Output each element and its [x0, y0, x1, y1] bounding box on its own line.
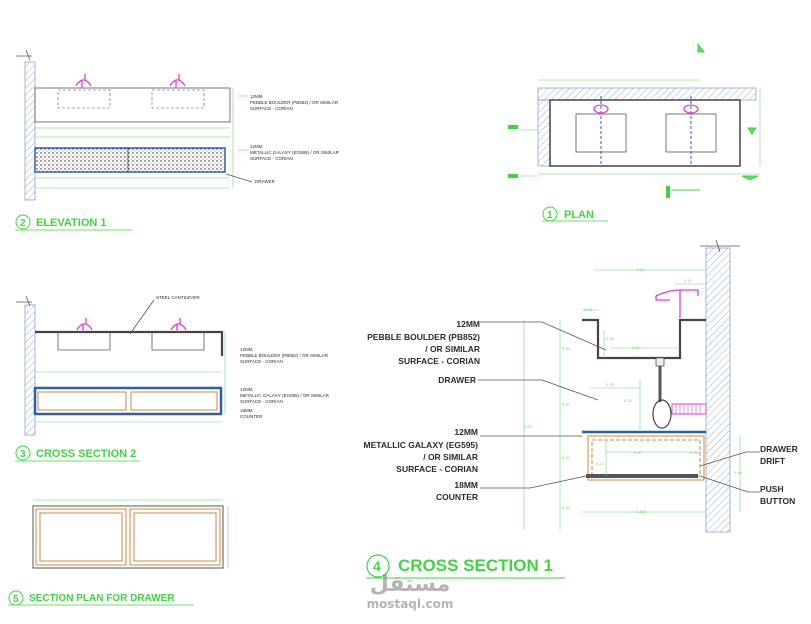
dim-015: 0.15: [606, 336, 615, 341]
cross2-note-mid-a: 12MM: [240, 387, 253, 392]
dim-025-c: 0.25: [624, 398, 633, 403]
elevation-basin-left: [57, 89, 111, 109]
plan-view: 1 PLAN: [508, 42, 761, 222]
svg-text:12MM: 12MM: [456, 319, 480, 329]
drawer-plan-number: 5: [13, 594, 19, 605]
watermark-arabic: مستقل: [370, 572, 450, 597]
elevation-note-top-b: PEBBLE BOULDER (PB852) / OR SIMILAR: [250, 100, 339, 105]
svg-text:COUNTER: COUNTER: [436, 492, 478, 502]
plan-number: 1: [547, 210, 553, 221]
cross2-note-counter-b: COUNTER: [240, 414, 263, 419]
cross1-number: 4: [373, 558, 381, 574]
cross1-note-push: PUSH BUTTON: [760, 484, 795, 506]
faucet-icon: [169, 74, 186, 88]
drawer-plan-view: 5 SECTION PLAN FOR DRAWER: [8, 499, 229, 606]
elevation-note-mid-a: 12MM: [250, 144, 263, 149]
elevation-title: ELEVATION 1: [36, 217, 107, 229]
cross2-note-mid-c: SURFACE - CORIAN: [240, 399, 283, 404]
dim-020-b: 0.20: [562, 455, 571, 460]
cross2-basins: [57, 332, 205, 351]
cross1-note-drawer: DRAWER: [438, 375, 476, 385]
elevation-note-top-c: SURFACE - CORIAN: [250, 106, 293, 111]
watermark: مستقل mostaql.com: [367, 572, 454, 611]
faucet-icon: [75, 74, 92, 88]
elevation-note-mid-b: METALLIC GALAXY (EG595) / OR SIMILAR: [250, 150, 340, 155]
view-number-badge: [15, 445, 31, 461]
elevation-wall: [24, 61, 36, 201]
elevation-drawer-panel: [34, 147, 226, 173]
dim-012: 0.12: [684, 278, 693, 283]
svg-text:BUTTON: BUTTON: [760, 496, 795, 506]
elevation-number: 2: [20, 218, 26, 229]
dim-020-a: 0.20: [562, 402, 571, 407]
elevation-basin-right: [151, 89, 205, 109]
dim-050: 0.50: [636, 267, 645, 272]
cross1-note-drift: DRAWER DRIFT: [760, 444, 798, 466]
cross2-note-counter-a: 18MM: [240, 408, 253, 413]
dim-085: 0.85: [524, 424, 533, 429]
dim-010: 0.10: [632, 345, 641, 350]
faucet-icon: [683, 104, 699, 114]
cross1-trap: [652, 399, 672, 429]
plan-wall-top: [537, 87, 757, 101]
svg-text:/ OR SIMILAR: / OR SIMILAR: [423, 452, 478, 462]
dim-020-c: 0.20: [562, 505, 571, 510]
plan-counter-outline: [549, 99, 741, 167]
dim-048: 0.48: [734, 470, 743, 475]
faucet-icon: [593, 104, 609, 114]
cross1-drawer-box: [587, 435, 705, 481]
cross2-number: 3: [20, 449, 26, 460]
plan-title: PLAN: [564, 209, 594, 221]
cross-section-1-view: 0.50 0.12 0.08 0.15 0.10 0.25 0.25 0.25 …: [364, 239, 798, 579]
elevation-note-drawer: DRAWER: [255, 179, 276, 184]
svg-text:METALLIC GALAXY (EG595): METALLIC GALAXY (EG595): [364, 440, 479, 450]
drawer-plan-title: SECTION PLAN FOR DRAWER: [29, 593, 175, 604]
svg-text:PUSH: PUSH: [760, 484, 784, 494]
svg-text:12MM: 12MM: [454, 427, 478, 437]
view-number-badge: [366, 554, 390, 578]
elevation-note-mid-c: SURFACE - CORIAN: [250, 156, 293, 161]
cross1-countertop-basin: [582, 318, 706, 360]
elevation-note-top-a: 12MM: [250, 94, 263, 99]
svg-text:PEBBLE BOULDER (PB852): PEBBLE BOULDER (PB852): [367, 332, 480, 342]
dim-013: 0.13: [596, 461, 605, 466]
elevation-countertop: [34, 87, 231, 123]
cross2-countertop: [35, 330, 224, 356]
view-number-badge: [15, 214, 31, 230]
dim-008: 0.08: [584, 307, 593, 312]
cross2-drawer-box: [33, 386, 223, 416]
dim-005: 0.05: [690, 450, 699, 455]
cross1-wall: [705, 247, 731, 533]
faucet-icon: [170, 318, 187, 332]
cross2-title: CROSS SECTION 2: [36, 448, 136, 460]
svg-text:/ OR SIMILAR: / OR SIMILAR: [425, 344, 480, 354]
faucet-icon: [76, 318, 93, 332]
cross2-note-top-c: SURFACE - CORIAN: [240, 359, 283, 364]
plan-wall-left: [537, 99, 551, 167]
cross1-note-counter: 18MM COUNTER: [436, 480, 478, 502]
dim-025-a: 0.25: [562, 346, 571, 351]
cross1-title: CROSS SECTION 1: [398, 556, 553, 575]
watermark-latin: mostaql.com: [367, 597, 454, 611]
svg-text:SURFACE - CORIAN: SURFACE - CORIAN: [398, 356, 480, 366]
cross2-wall: [24, 304, 36, 436]
dim-040: 0.40: [634, 450, 643, 455]
cross2-note-top-b: PEBBLE BOULDER (PB852) / OR SIMILAR: [240, 353, 329, 358]
cross2-note-cantilever: STEEL CANTILEVER: [156, 295, 200, 300]
svg-text:DRIFT: DRIFT: [760, 456, 786, 466]
svg-text:DRAWER: DRAWER: [760, 444, 798, 454]
dim-025-b: 0.25: [606, 382, 615, 387]
cross1-note-pebble: 12MM PEBBLE BOULDER (PB852) / OR SIMILAR…: [367, 319, 480, 366]
faucet-icon: [655, 289, 699, 318]
drawer-plan-outline: [32, 505, 224, 569]
svg-text:18MM: 18MM: [454, 480, 478, 490]
dim-0488: 0.488: [636, 509, 647, 514]
cross1-note-galaxy: 12MM METALLIC GALAXY (EG595) / OR SIMILA…: [364, 427, 479, 474]
cross2-note-mid-b: METALLIC GALAXY (EG595) / OR SIMILAR: [240, 393, 330, 398]
elevation-view: 12MM PEBBLE BOULDER (PB852) / OR SIMILAR…: [15, 49, 340, 231]
cross-section-2-view: STEEL CANTILEVER 12MM PEBBLE BOULDER (PB…: [15, 295, 330, 462]
cross2-note-top-a: 12MM: [240, 347, 253, 352]
svg-text:SURFACE - CORIAN: SURFACE - CORIAN: [396, 464, 478, 474]
